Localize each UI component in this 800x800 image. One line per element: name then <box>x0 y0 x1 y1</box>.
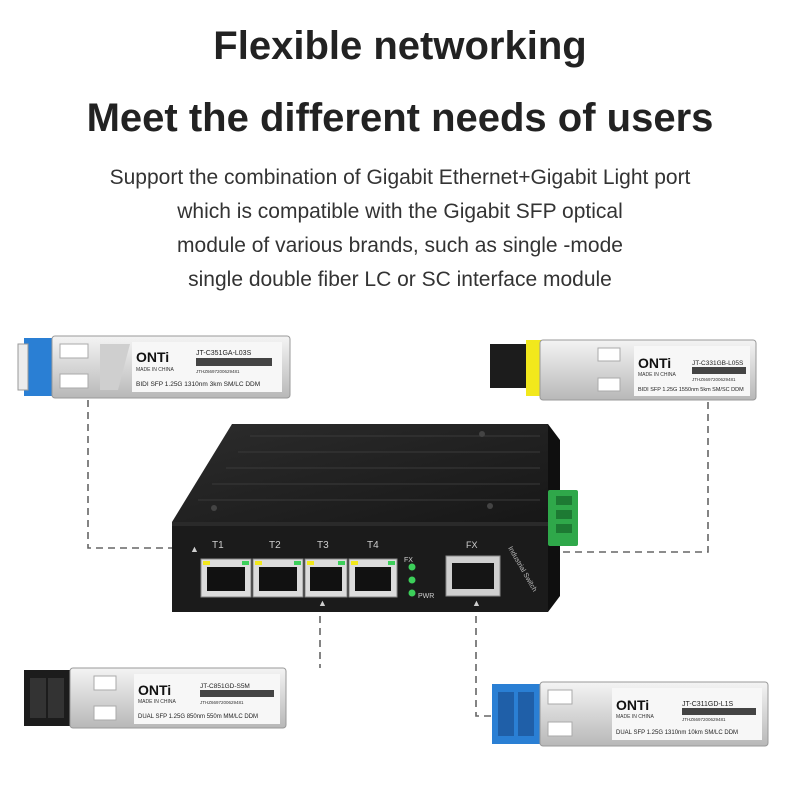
industrial-switch: T1 T2 T3 T4 FX ▲ ▲ <box>172 424 578 612</box>
brand-logo: ONTi <box>138 682 171 698</box>
terminal-block <box>548 490 578 546</box>
module-spec: BIDI SFP 1.25G 1550nm 5km SM/SC DDM <box>638 387 744 393</box>
fx-led-label: FX <box>404 557 413 564</box>
sfp-module-top-right: ONTi MADE IN CHINA JT-C331GB-L05S JTHZ66… <box>490 339 757 401</box>
sfp-port[interactable] <box>445 555 501 597</box>
sfp-module-top-left: ONTi MADE IN CHINA JT-C351GA-L03S JTHZ66… <box>17 335 291 399</box>
made-in-label: MADE IN CHINA <box>616 714 654 720</box>
description-line-1: Support the combination of Gigabit Ether… <box>109 166 691 189</box>
sfp-module-bottom-right: ONTi MADE IN CHINA JT-C311GD-L1S JTHZ669… <box>492 681 769 747</box>
switch-top-face <box>172 424 548 522</box>
port-label-t2: T2 <box>269 540 281 551</box>
link-bottom-right <box>475 604 493 717</box>
brand-logo: ONTi <box>136 349 169 365</box>
module-spec: DUAL SFP 1.25G 850nm 550m MM/LC DDM <box>138 714 258 720</box>
brand-logo: ONTi <box>638 355 671 371</box>
description-line-3: module of various brands, such as single… <box>177 234 623 257</box>
serial-number: JTHZ6697200629481 <box>682 717 726 722</box>
made-in-label: MADE IN CHINA <box>638 372 676 378</box>
sfp-module-bottom-left: ONTi MADE IN CHINA JT-C851GD-S5M JTHZ669… <box>24 667 287 729</box>
made-in-label: MADE IN CHINA <box>138 699 176 705</box>
status-leds: FX PWR <box>404 557 434 600</box>
rj45-port-t2[interactable] <box>252 558 304 598</box>
serial-number: JTHZ6697200629481 <box>200 700 244 705</box>
fx-port-label: FX <box>466 540 478 550</box>
serial-number: JTHZ6697200629481 <box>196 369 240 374</box>
pwr-led-label: PWR <box>418 593 434 600</box>
module-model: JT-C351GA-L03S <box>196 350 252 357</box>
port-label-t1: T1 <box>212 540 224 551</box>
arrow-icon: ▲ <box>318 598 327 608</box>
description-line-2: which is compatible with the Gigabit SFP… <box>177 200 623 223</box>
brand-logo: ONTi <box>616 697 649 713</box>
port-label-t3: T3 <box>317 540 329 551</box>
arrow-icon: ▲ <box>472 598 481 608</box>
rj45-port-t3[interactable] <box>304 558 348 598</box>
module-spec: DUAL SFP 1.25G 1310nm 10km SM/LC DDM <box>616 730 738 736</box>
description-line-4: single double fiber LC or SC interface m… <box>188 268 612 291</box>
module-model: JT-C851GD-S5M <box>200 683 250 690</box>
connection-lines <box>87 400 709 717</box>
made-in-label: MADE IN CHINA <box>136 367 174 373</box>
module-model: JT-C331GB-L05S <box>692 360 744 367</box>
link-top-left <box>87 400 180 549</box>
module-model: JT-C311GD-L1S <box>682 701 734 708</box>
page-subtitle: Meet the different needs of users <box>86 96 714 140</box>
arrow-icon: ▲ <box>190 544 199 554</box>
rj45-port-t4[interactable] <box>348 558 398 598</box>
rj45-port-t1[interactable] <box>200 558 252 598</box>
link-top-right <box>548 402 709 553</box>
serial-number: JTHZ6697200629481 <box>692 377 736 382</box>
port-label-t4: T4 <box>367 540 379 551</box>
page-title: Flexible networking <box>213 24 587 68</box>
module-spec: BIDI SFP 1.25G 1310nm 3km SM/LC DDM <box>136 381 260 388</box>
